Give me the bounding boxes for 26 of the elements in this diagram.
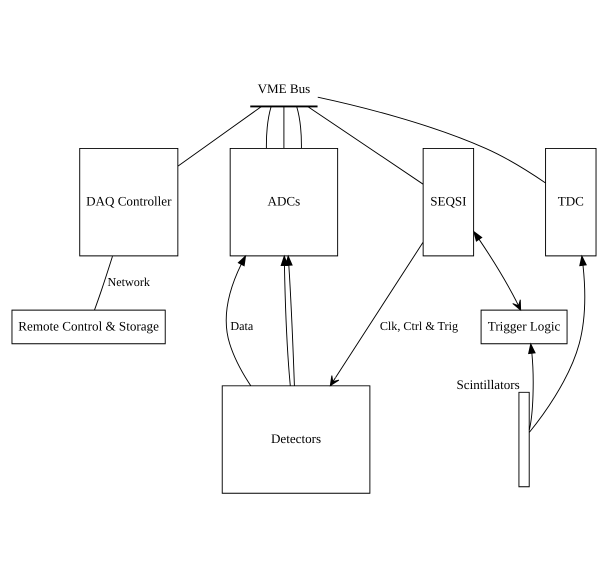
node-box: TDC [545, 147, 596, 256]
node-bar [518, 391, 530, 487]
node-box: Remote Control & Storage [12, 309, 166, 344]
edge-label: Data [230, 318, 254, 333]
arrow [472, 230, 522, 310]
node-box: DAQ Controller [79, 147, 178, 256]
edge-label: Network [108, 274, 150, 289]
connector [307, 106, 424, 184]
arrow [280, 254, 291, 386]
connector [94, 255, 113, 310]
arrow [226, 254, 252, 386]
arrow [330, 241, 424, 386]
arrow [528, 342, 536, 430]
node-box: Trigger Logic [480, 309, 568, 344]
node-box: Detectors [222, 384, 370, 494]
node-box: ADCs [230, 147, 338, 256]
node-text: VME Bus [258, 80, 310, 96]
connector [317, 96, 546, 183]
connector [283, 106, 284, 148]
node-box: SEQSI [422, 147, 474, 256]
connector [177, 106, 262, 166]
connector [296, 106, 302, 148]
edge-label: Clk, Ctrl & Trig [380, 318, 458, 333]
arrow [528, 254, 587, 432]
connector [266, 106, 272, 148]
node-label: Scintillators [456, 376, 520, 392]
